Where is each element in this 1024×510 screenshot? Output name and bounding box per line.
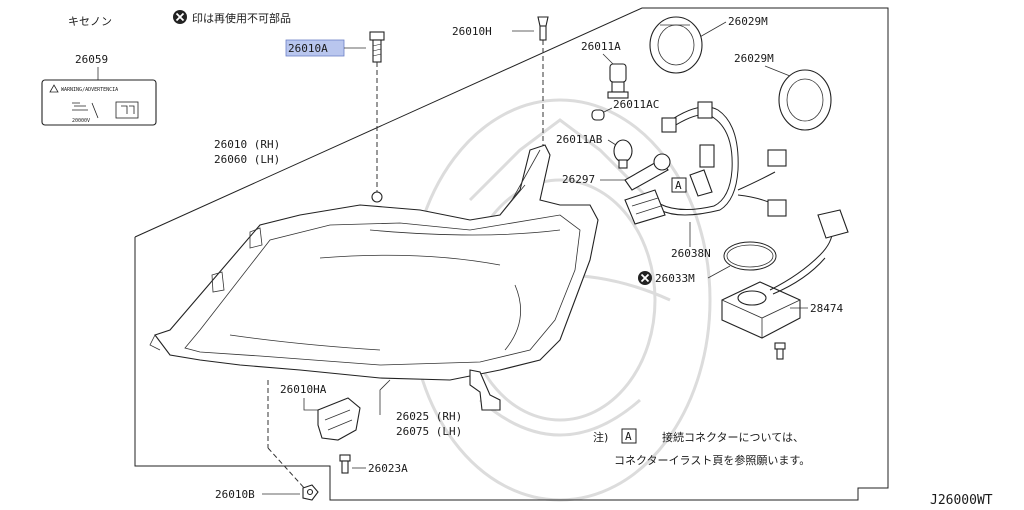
oring-26033M xyxy=(723,241,777,271)
clip-26010H xyxy=(537,16,549,41)
footnote-a-label: A xyxy=(625,430,632,443)
label-26023A: 26023A xyxy=(368,462,408,475)
label-26029M-top: 26029M xyxy=(728,15,768,28)
wire-harness xyxy=(624,101,787,225)
label-26010HA: 26010HA xyxy=(280,383,327,396)
bulb-26011AB xyxy=(613,139,633,169)
connector-a-label: A xyxy=(675,179,682,192)
nonreusable-26033M-icon xyxy=(638,271,652,285)
label-26033M: 26033M xyxy=(655,272,695,285)
footnote-prefix: 注) xyxy=(593,430,608,444)
nonreusable-mark-icon xyxy=(173,10,187,24)
label-26060-lh: 26060 (LH) xyxy=(214,153,280,166)
footnote-a-box xyxy=(621,428,637,444)
label-26059: 26059 xyxy=(75,53,108,66)
diagram-code: J26000WT xyxy=(930,493,993,508)
warning-label-part: WARNING/ADVERTENCIA 20000V xyxy=(41,79,157,126)
note-nonreusable: 印は再使用不可部品 xyxy=(192,11,291,25)
diagram-frame xyxy=(134,7,889,501)
bulb-26011A xyxy=(607,63,629,99)
headlamp-housing xyxy=(149,144,599,411)
label-26038N: 26038N xyxy=(671,247,711,260)
connector-a-box xyxy=(671,177,687,193)
label-28474: 28474 xyxy=(810,302,843,315)
bracket-26010HA xyxy=(317,397,361,441)
ballast-28474 xyxy=(721,209,849,360)
label-26011A: 26011A xyxy=(581,40,621,53)
label-26075-lh: 26075 (LH) xyxy=(396,425,462,438)
label-26010A[interactable]: 26010A xyxy=(288,42,328,55)
nut-26010B xyxy=(302,484,319,501)
screw-26010A xyxy=(369,31,385,63)
label-26010B: 26010B xyxy=(215,488,255,501)
xenon-label: キセノン xyxy=(68,15,112,28)
label-26010H: 26010H xyxy=(452,25,492,38)
footnote-line2: コネクターイラスト頁を参照願います。 xyxy=(614,453,810,467)
voltage-text: 20000V xyxy=(72,118,90,124)
label-26011AB: 26011AB xyxy=(556,133,603,146)
socket-26297 xyxy=(624,153,671,191)
cap-26029M-right xyxy=(778,69,832,131)
label-26029M-right: 26029M xyxy=(734,52,774,65)
warning-text: WARNING/ADVERTENCIA xyxy=(61,87,118,93)
label-26297: 26297 xyxy=(562,173,595,186)
label-26010-rh: 26010 (RH) xyxy=(214,138,280,151)
screw-26023A xyxy=(339,454,351,474)
label-26011AC: 26011AC xyxy=(613,98,659,111)
footnote-line1: 接続コネクターについては、 xyxy=(662,430,804,444)
label-26025-rh: 26025 (RH) xyxy=(396,410,462,423)
cap-26029M-top xyxy=(649,16,703,74)
bulb-26011AC xyxy=(591,109,605,121)
